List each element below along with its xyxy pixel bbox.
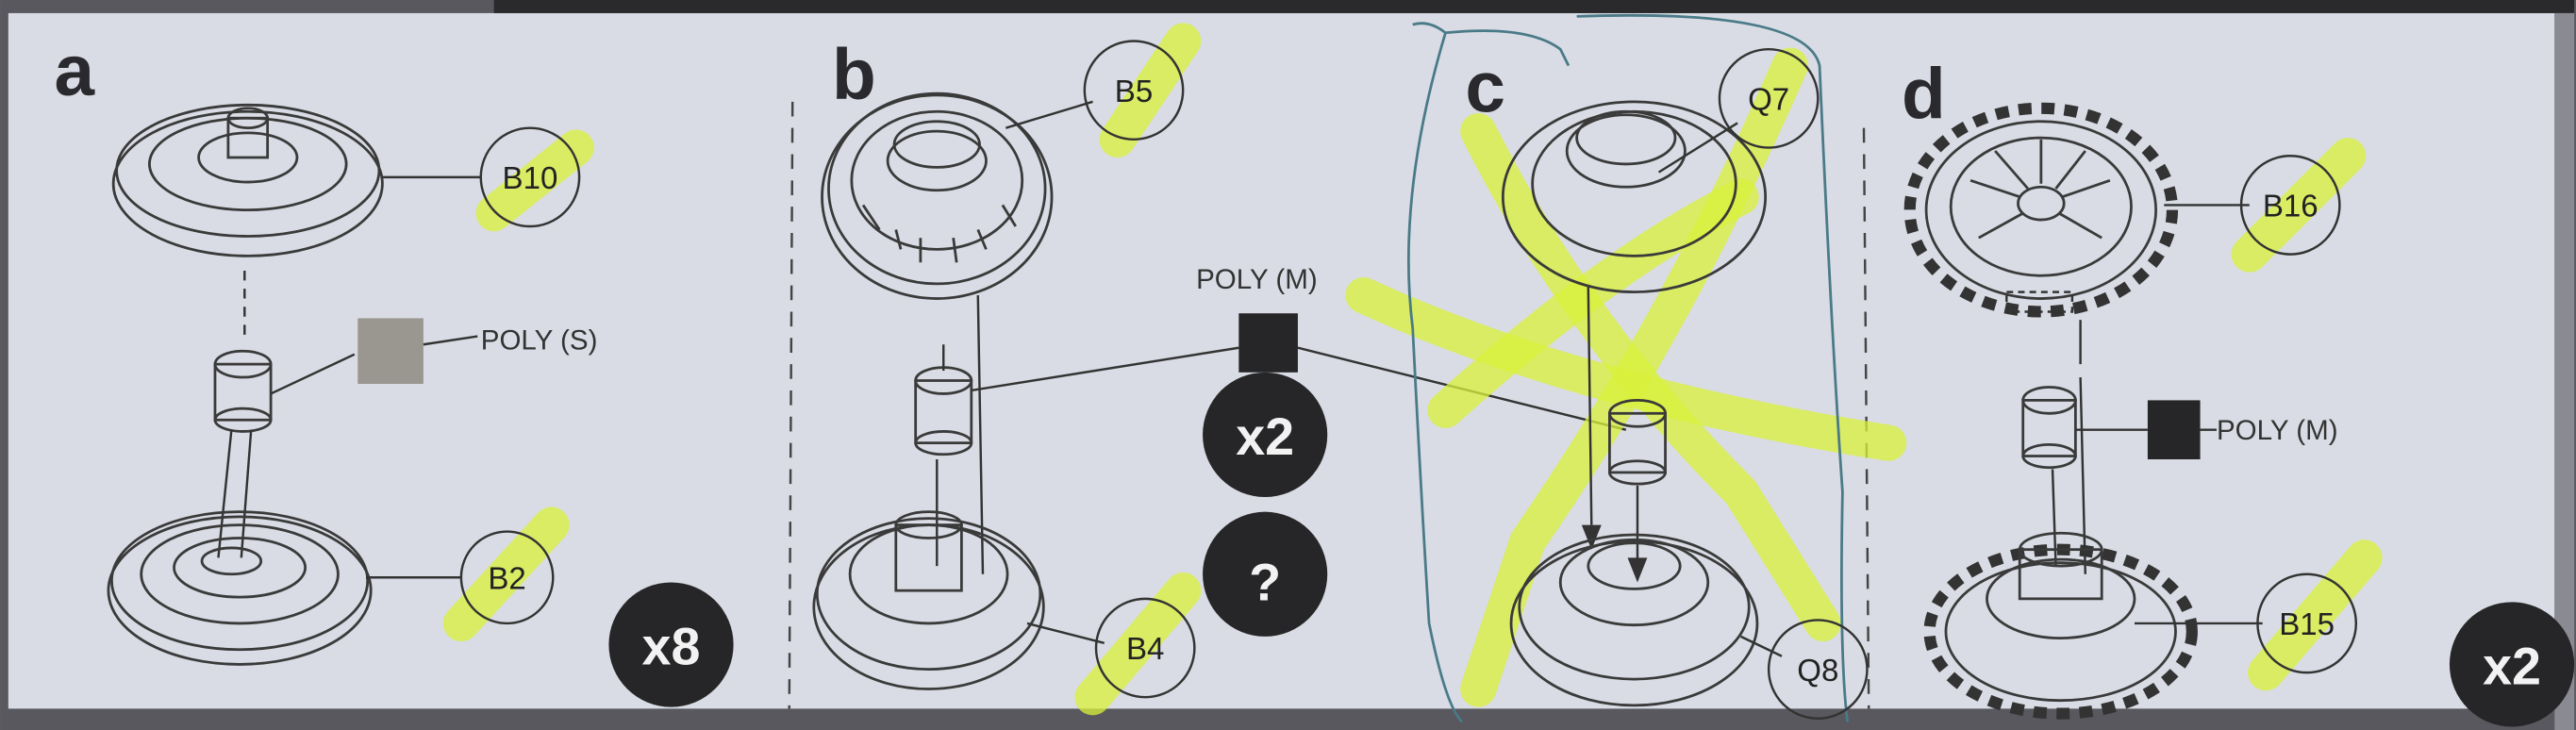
- part-callout-b2: [459, 530, 555, 625]
- divider-ab: [788, 101, 794, 709]
- sprocket-b15: [1923, 531, 2198, 720]
- part-callout-q8: [1767, 619, 1869, 721]
- quantity-badge-x8: [608, 582, 734, 707]
- poly-s-label: POLY (S): [481, 324, 598, 356]
- poly-m-label-b: POLY (M): [1196, 264, 1318, 295]
- question-badge: [1203, 511, 1328, 637]
- pen-scribble: [1407, 13, 1849, 723]
- part-number-b5: B5: [1115, 75, 1153, 109]
- step-b: B5 POLY (M) B4 x2 ?: [812, 23, 1627, 716]
- poly-cap-c: [1608, 399, 1667, 486]
- poly-cap-medium-icon-d: [2147, 400, 2201, 460]
- question-mark-icon: ?: [1249, 554, 1281, 612]
- part-number-q7: Q7: [1748, 83, 1789, 118]
- divider-cd: [1862, 127, 1870, 709]
- step-d-label: d: [1902, 54, 1946, 134]
- part-callout-b10: [479, 126, 581, 228]
- poly-m-label-d: POLY (M): [2217, 415, 2338, 446]
- quantity-x8: x8: [642, 617, 701, 675]
- step-b-label: b: [832, 34, 876, 114]
- quantity-x2-b: x2: [1236, 407, 1294, 466]
- part-callout-b4: [1094, 597, 1196, 699]
- wheel-b4: [812, 510, 1045, 690]
- quantity-badge-x2-b: [1203, 372, 1328, 498]
- quantity-x2-d: x2: [2483, 637, 2541, 695]
- part-number-b15: B15: [2279, 607, 2335, 642]
- part-number-b2: B2: [488, 561, 525, 596]
- quantity-badge-x2-d: [2449, 602, 2575, 727]
- wheel-q8: [1509, 533, 1759, 707]
- poly-cap-medium-icon: [1238, 313, 1298, 373]
- poly-cap-d: [2021, 386, 2077, 470]
- step-a: B10 POLY (S) B2 x8: [107, 103, 734, 707]
- step-d: B16 POLY (M) B15 x2: [1903, 102, 2575, 727]
- part-number-b16: B16: [2263, 190, 2318, 224]
- wheel-q7: [1501, 100, 1768, 293]
- step-a-label: a: [55, 31, 96, 111]
- wheel-b5: [821, 91, 1054, 300]
- top-border-bar: [493, 0, 2575, 13]
- part-number-b10: B10: [503, 161, 558, 196]
- wheel-b2: [107, 510, 373, 666]
- right-edge: [2554, 12, 2575, 730]
- part-callout-b5: [1083, 40, 1185, 141]
- step-c-label: c: [1465, 47, 1505, 127]
- part-callout-q7: [1718, 47, 1820, 149]
- part-callout-b15: [2256, 572, 2358, 674]
- poly-cap-a: [213, 349, 273, 433]
- part-number-b4: B4: [1126, 632, 1164, 667]
- step-c: Q7 Q8: [1345, 13, 1907, 723]
- poly-cap-small-icon: [357, 318, 424, 385]
- part-number-q8: Q8: [1797, 654, 1838, 689]
- sprocket-b16: [1903, 102, 2179, 318]
- wheel-b10: [111, 103, 384, 257]
- part-callout-b16: [2239, 155, 2341, 256]
